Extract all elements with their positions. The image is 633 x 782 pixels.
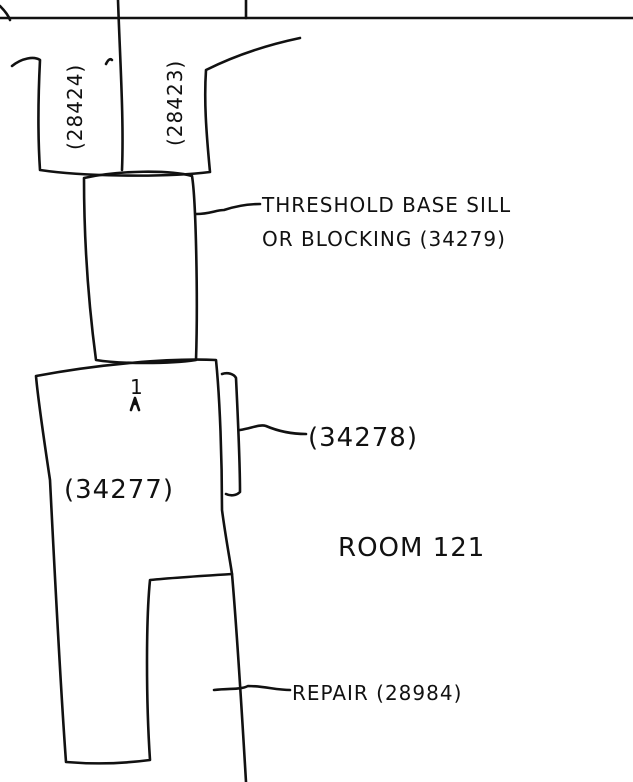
threshold-block — [82, 170, 262, 365]
top-left-tick — [0, 4, 12, 22]
repair-label: REPAIR (28984) — [292, 681, 462, 705]
main-piece-label: (34277) — [64, 475, 174, 505]
upper-boards-divider — [116, 0, 124, 172]
main-piece-outline — [34, 358, 234, 765]
threshold-block-outline — [82, 170, 199, 365]
side-piece-outline — [220, 371, 242, 497]
room-label: ROOM 121 — [338, 533, 485, 563]
upper-boards-mid-edge — [104, 57, 114, 66]
upper-boards — [10, 0, 302, 177]
top-mark-label: 1 — [130, 375, 144, 399]
top-border — [0, 0, 633, 22]
main-piece — [34, 358, 248, 782]
threshold-leader-line — [194, 202, 262, 216]
main-piece-lower-edge — [230, 572, 248, 782]
threshold-label-line2: OR BLOCKING (34279) — [262, 227, 506, 251]
repair-pointer — [212, 684, 292, 692]
side-piece — [220, 371, 308, 497]
upper-left-board-label: (28424) — [63, 64, 87, 150]
side-piece-leader-line — [238, 424, 308, 436]
side-piece-label: (34278) — [308, 423, 418, 453]
upper-boards-outline — [10, 36, 302, 177]
threshold-label-line1: THRESHOLD BASE SILL — [261, 193, 511, 217]
upper-right-board-label: (28423) — [163, 60, 187, 146]
top-mark-arrow — [129, 396, 141, 412]
repair-leader-line — [212, 684, 292, 692]
